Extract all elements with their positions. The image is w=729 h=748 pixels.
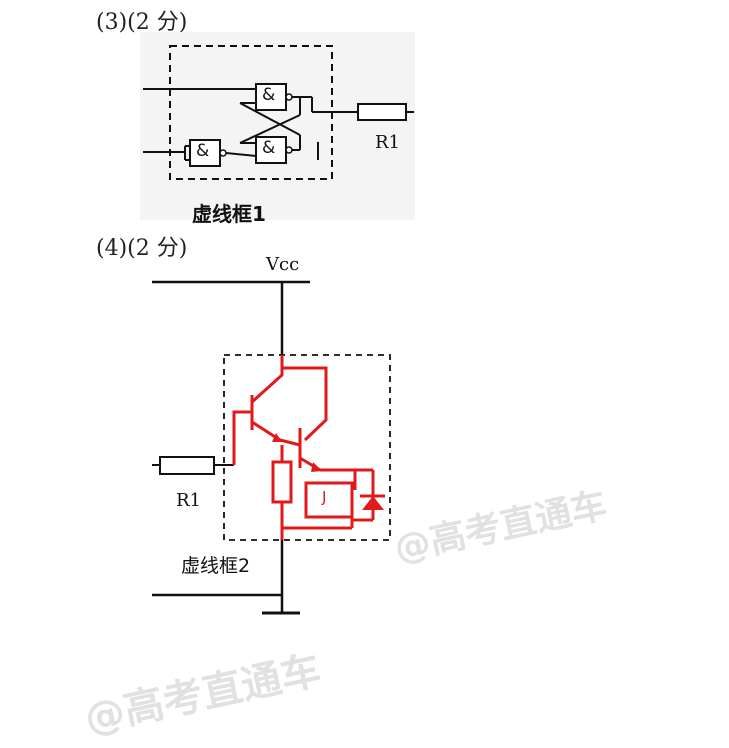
- dashed-box-2: [223, 354, 391, 541]
- vcc-label: Vcc: [266, 254, 300, 275]
- diode-symbol: [362, 496, 384, 510]
- answer-circuit: [232, 355, 385, 540]
- nand-gate-top: [255, 83, 287, 111]
- resistor-label-input: R1: [176, 490, 202, 511]
- gate-symbol-bottom: &: [262, 138, 276, 158]
- part3-label: (3)(2 分): [96, 10, 188, 35]
- part4-label: (4)(2 分): [96, 236, 188, 261]
- gate-symbol-top: &: [262, 85, 276, 105]
- gate-symbol-input: &: [196, 141, 210, 161]
- t1-emitter-arrow: [272, 433, 282, 442]
- t2-emitter-arrow: [311, 462, 322, 472]
- relay-label: J: [322, 488, 327, 506]
- nand-gate-input: [189, 139, 221, 167]
- box1-caption: 虚线框1: [192, 202, 266, 226]
- box2-caption: 虚线框2: [181, 555, 251, 577]
- resistor-r1-input: [159, 456, 215, 475]
- resistor-label-top: R1: [375, 132, 401, 153]
